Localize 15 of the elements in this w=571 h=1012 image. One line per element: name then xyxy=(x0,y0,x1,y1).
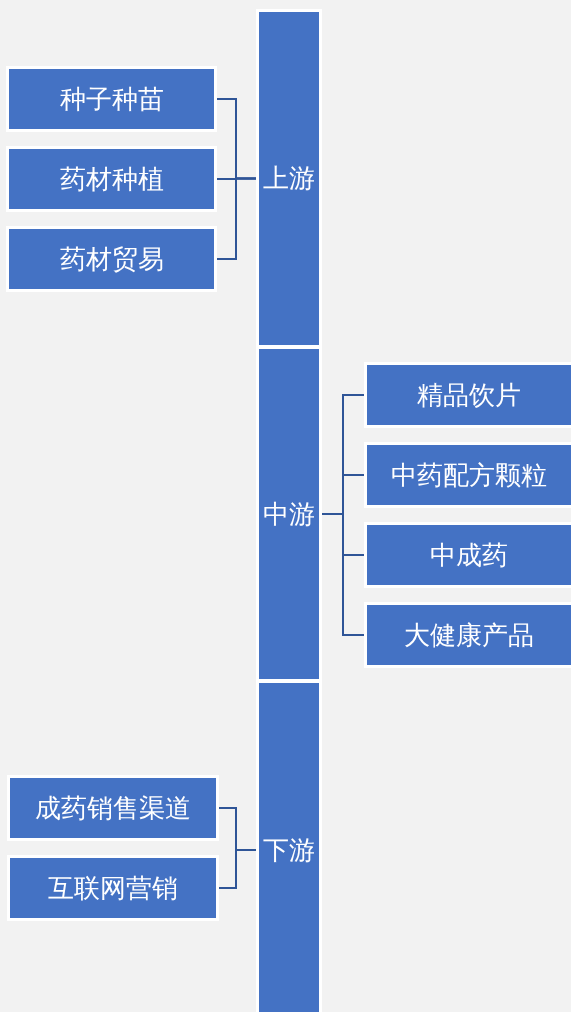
connector-line xyxy=(321,513,365,636)
item-box: 互联网营销 xyxy=(7,855,219,921)
item-box: 药材种植 xyxy=(6,146,217,212)
item-box: 成药销售渠道 xyxy=(7,775,219,841)
connector-line xyxy=(218,849,257,889)
connector-line xyxy=(216,177,257,260)
item-box: 大健康产品 xyxy=(364,602,571,668)
item-box: 种子种苗 xyxy=(6,66,217,132)
stage-box: 中游 xyxy=(256,346,322,682)
item-box: 精品饮片 xyxy=(364,362,571,428)
item-box: 中成药 xyxy=(364,522,571,588)
stage-box: 上游 xyxy=(256,9,322,348)
item-box: 中药配方颗粒 xyxy=(364,442,571,508)
item-box: 药材贸易 xyxy=(6,226,217,292)
stage-box: 下游 xyxy=(256,680,322,1012)
